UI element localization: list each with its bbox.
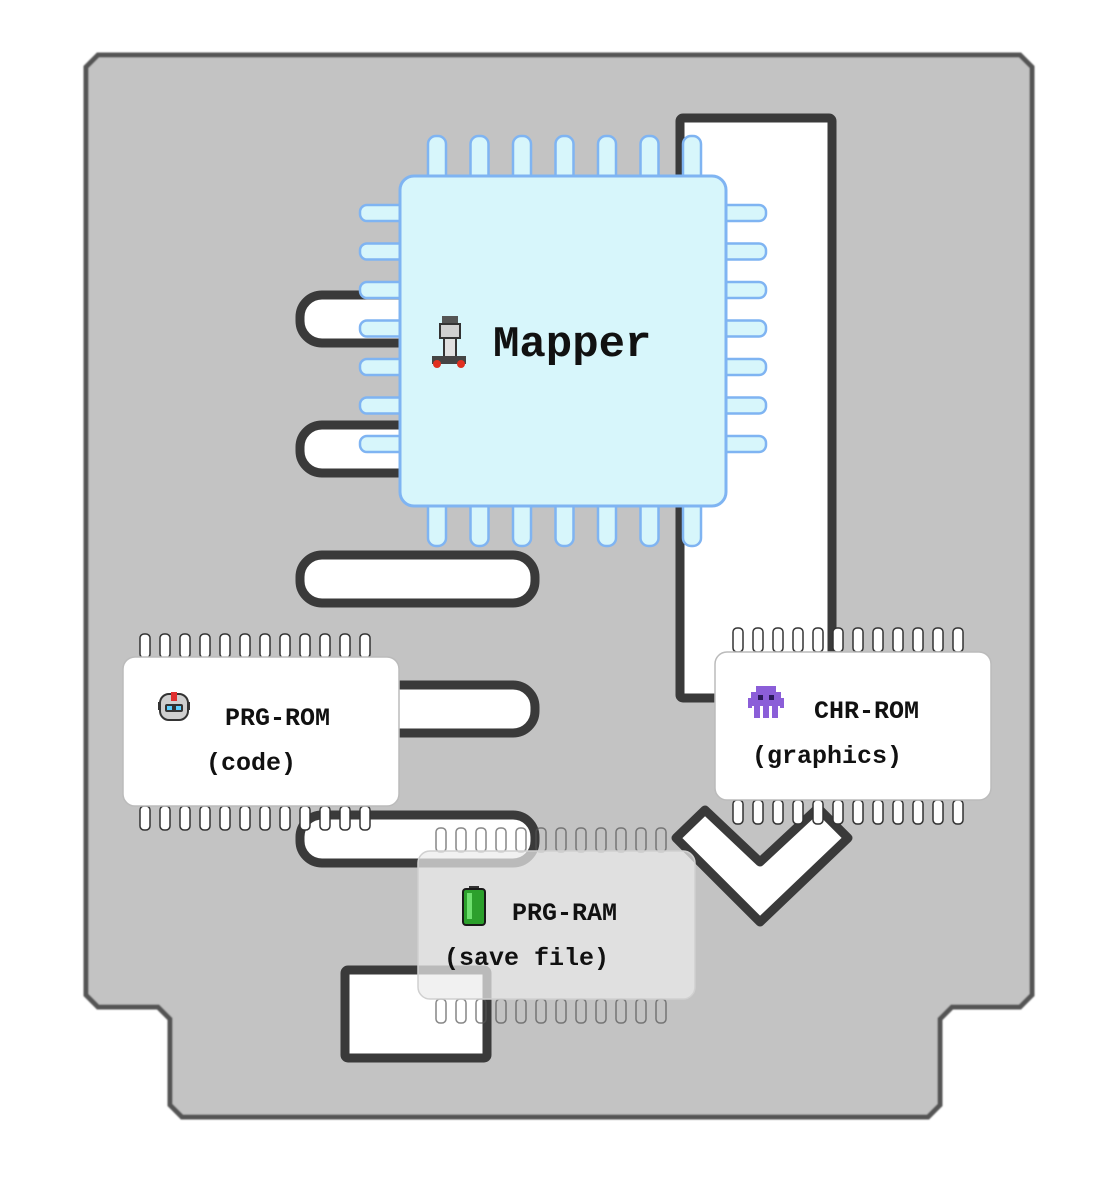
prg-rom-pin	[219, 633, 231, 659]
prg-rom-pin	[199, 633, 211, 659]
prg-rom-pin	[219, 805, 231, 831]
prg-rom-pin	[339, 805, 351, 831]
mapper-pins	[358, 134, 768, 548]
chr-rom-pin	[932, 627, 944, 653]
prg-ram-title: PRG-RAM	[512, 899, 617, 928]
chr-rom-pin	[832, 799, 844, 825]
chr-rom-pin	[892, 799, 904, 825]
prg-ram-subtitle: (save file)	[444, 944, 609, 973]
chr-rom-pin	[912, 627, 924, 653]
chr-rom-pin	[732, 799, 744, 825]
prg-rom-pin	[319, 805, 331, 831]
chr-rom-pin	[792, 627, 804, 653]
prg-rom-pin	[339, 633, 351, 659]
prg-rom-pin	[359, 805, 371, 831]
chr-rom-pin	[792, 799, 804, 825]
slot-wide-1	[295, 550, 540, 608]
chr-rom-pin	[832, 627, 844, 653]
space-invader-icon	[748, 686, 784, 718]
chr-rom-pin	[852, 799, 864, 825]
chr-rom-pin	[932, 799, 944, 825]
chr-rom-subtitle: (graphics)	[752, 742, 902, 771]
prg-rom-pin	[159, 805, 171, 831]
prg-rom-pin	[259, 633, 271, 659]
prg-rom-pin	[179, 805, 191, 831]
prg-rom-pin	[279, 633, 291, 659]
prg-rom-chip: PRG-ROM (code)	[122, 633, 400, 831]
prg-rom-pin	[319, 633, 331, 659]
chr-rom-pin	[772, 799, 784, 825]
prg-rom-subtitle: (code)	[206, 749, 296, 778]
chr-rom-pin	[872, 627, 884, 653]
chr-rom-pin	[852, 627, 864, 653]
chr-rom-pin	[952, 799, 964, 825]
chr-rom-pin	[752, 627, 764, 653]
prg-rom-pin	[159, 633, 171, 659]
prg-rom-pin	[359, 633, 371, 659]
robot-icon	[158, 692, 190, 721]
chr-rom-pin	[812, 627, 824, 653]
chr-rom-pin	[732, 627, 744, 653]
prg-rom-pin	[139, 805, 151, 831]
prg-rom-pin	[299, 805, 311, 831]
prg-rom-pin	[139, 633, 151, 659]
prg-rom-pin	[299, 633, 311, 659]
battery-icon	[462, 886, 486, 926]
chr-rom-pin	[912, 799, 924, 825]
chr-rom-pin	[892, 627, 904, 653]
prg-rom-pin	[259, 805, 271, 831]
chr-rom-pin	[812, 799, 824, 825]
chr-rom-pin	[872, 799, 884, 825]
prg-rom-pin	[239, 805, 251, 831]
mapper-character-icon	[432, 316, 466, 368]
prg-rom-pin	[239, 633, 251, 659]
prg-rom-pin	[199, 805, 211, 831]
mapper-chip	[398, 174, 728, 508]
prg-rom-pins	[139, 633, 371, 831]
chr-rom-pin	[952, 627, 964, 653]
chr-rom-chip: CHR-ROM (graphics)	[714, 627, 992, 825]
mapper-label: Mapper	[493, 320, 651, 370]
prg-ram-chip: PRG-RAM (save file)	[417, 827, 696, 1024]
prg-rom-pin	[279, 805, 291, 831]
prg-rom-title: PRG-ROM	[225, 704, 330, 733]
chr-rom-pin	[772, 627, 784, 653]
chr-rom-title: CHR-ROM	[814, 697, 919, 726]
prg-rom-pin	[179, 633, 191, 659]
chr-rom-pin	[752, 799, 764, 825]
